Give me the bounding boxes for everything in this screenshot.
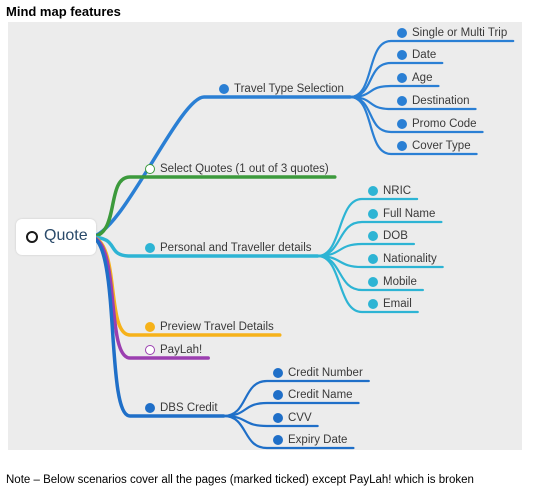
check-circle-icon <box>368 231 378 241</box>
check-circle-icon <box>397 96 407 106</box>
leaf-promo-code[interactable]: Promo Code <box>397 118 477 130</box>
leaf-label: Credit Number <box>288 367 363 379</box>
check-circle-icon <box>397 119 407 129</box>
footer-note: Note – Below scenarios cover all the pag… <box>6 474 474 486</box>
check-circle-icon <box>219 84 229 94</box>
check-circle-icon <box>368 299 378 309</box>
check-circle-icon <box>273 390 283 400</box>
leaf-dob[interactable]: DOB <box>368 230 408 242</box>
branch-label: DBS Credit <box>160 402 218 414</box>
leaf-label: Cover Type <box>412 140 471 152</box>
empty-circle-icon <box>145 345 155 355</box>
connector-personal-leaf <box>316 254 419 314</box>
leaf-cvv[interactable]: CVV <box>273 412 312 424</box>
leaf-label: Date <box>412 49 437 61</box>
leaf-nationality[interactable]: Nationality <box>368 253 437 265</box>
check-circle-icon <box>145 403 155 413</box>
mind-map-connectors <box>88 39 515 450</box>
check-circle-icon <box>145 243 155 253</box>
leaf-label: Credit Name <box>288 389 353 401</box>
leaf-label: Mobile <box>383 276 417 288</box>
check-circle-icon <box>273 435 283 445</box>
check-circle-icon <box>397 73 407 83</box>
branch-label: Travel Type Selection <box>234 83 344 95</box>
connector-dbs <box>88 235 226 418</box>
page-heading: Mind map features <box>6 4 121 19</box>
connector-dbs-leaf <box>222 414 355 450</box>
leaf-label: Promo Code <box>412 118 477 130</box>
leaf-cover-type[interactable]: Cover Type <box>397 140 471 152</box>
check-circle-icon <box>145 322 155 332</box>
check-circle-icon <box>273 413 283 423</box>
leaf-label: Nationality <box>383 253 437 265</box>
branch-dbs-credit[interactable]: DBS Credit <box>145 402 218 414</box>
leaf-email[interactable]: Email <box>368 298 412 310</box>
connector-personal <box>88 235 320 258</box>
check-circle-icon <box>397 141 407 151</box>
leaf-label: DOB <box>383 230 408 242</box>
hollow-circle-icon <box>26 231 38 243</box>
branch-travel-type-selection[interactable]: Travel Type Selection <box>219 83 344 95</box>
leaf-age[interactable]: Age <box>397 72 432 84</box>
empty-circle-icon <box>145 164 155 174</box>
branch-personal-and-traveller-details[interactable]: Personal and Traveller details <box>145 242 312 254</box>
branch-label: Select Quotes (1 out of 3 quotes) <box>160 163 329 175</box>
branch-select-quotes[interactable]: Select Quotes (1 out of 3 quotes) <box>145 163 329 175</box>
check-circle-icon <box>368 277 378 287</box>
check-circle-icon <box>397 28 407 38</box>
check-circle-icon <box>397 50 407 60</box>
root-node-quote[interactable]: Quote <box>16 219 96 255</box>
check-circle-icon <box>368 209 378 219</box>
leaf-label: CVV <box>288 412 312 424</box>
leaf-label: NRIC <box>383 185 412 197</box>
connector-travel-leaf <box>348 95 478 156</box>
leaf-credit-number[interactable]: Credit Number <box>273 367 363 379</box>
root-node-label: Quote <box>44 227 88 244</box>
mind-map-canvas: Quote Travel Type Selection Single or Mu… <box>8 22 522 450</box>
check-circle-icon <box>368 186 378 196</box>
check-circle-icon <box>368 254 378 264</box>
branch-paylah[interactable]: PayLah! <box>145 344 202 356</box>
branch-label: PayLah! <box>160 344 203 356</box>
leaf-single-or-multi-trip[interactable]: Single or Multi Trip <box>397 27 507 39</box>
leaf-label: Expiry Date <box>288 434 348 446</box>
leaf-label: Single or Multi Trip <box>412 27 508 39</box>
check-circle-icon <box>273 368 283 378</box>
leaf-label: Destination <box>412 95 470 107</box>
connector-select <box>88 175 337 239</box>
leaf-mobile[interactable]: Mobile <box>368 276 417 288</box>
leaf-nric[interactable]: NRIC <box>368 185 411 197</box>
leaf-destination[interactable]: Destination <box>397 95 470 107</box>
branch-preview-travel-details[interactable]: Preview Travel Details <box>145 321 274 333</box>
leaf-label: Email <box>383 298 412 310</box>
leaf-label: Age <box>412 72 433 84</box>
branch-label: Preview Travel Details <box>160 321 274 333</box>
leaf-label: Full Name <box>383 208 436 220</box>
leaf-credit-name[interactable]: Credit Name <box>273 389 353 401</box>
branch-label: Personal and Traveller details <box>160 242 312 254</box>
leaf-date[interactable]: Date <box>397 49 436 61</box>
leaf-expiry-date[interactable]: Expiry Date <box>273 434 347 446</box>
leaf-full-name[interactable]: Full Name <box>368 208 435 220</box>
